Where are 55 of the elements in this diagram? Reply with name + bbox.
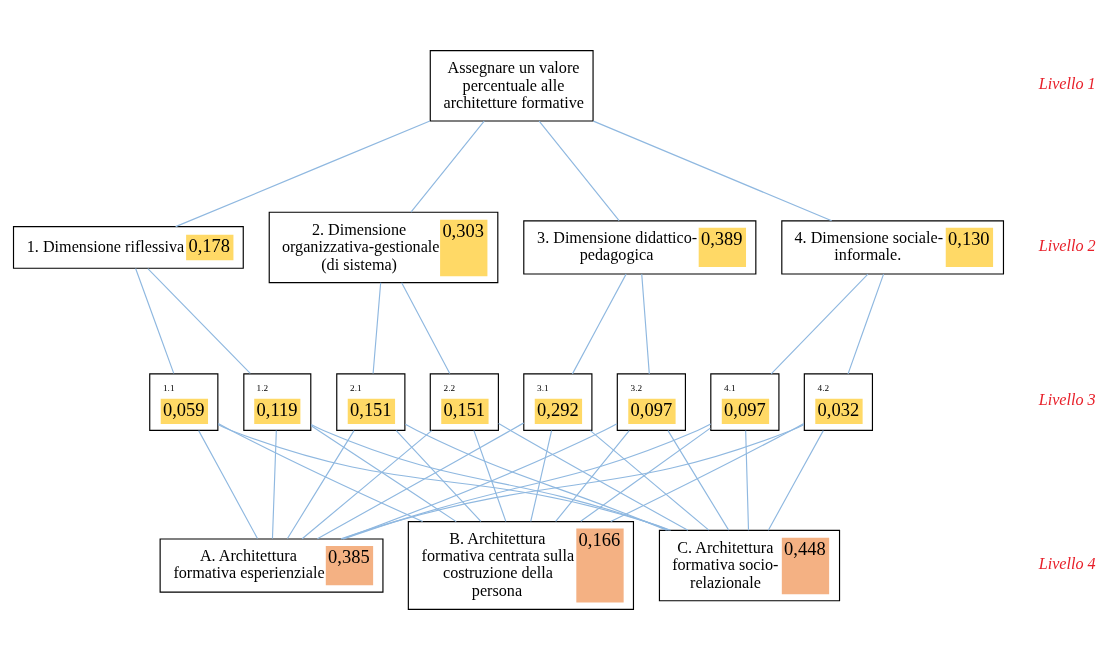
connector	[401, 282, 451, 375]
node-box: 4.1 0,097	[710, 373, 780, 431]
connector	[135, 267, 175, 374]
connector	[404, 423, 668, 531]
connector	[316, 422, 525, 540]
label: Livello 2	[1038, 236, 1096, 254]
node-box: 2. Dimensione organizzativa-gestionale (di sistema) 0,303	[268, 211, 499, 284]
node-box: 4.2 0,032	[803, 373, 873, 431]
connector	[217, 424, 672, 531]
connector	[372, 282, 382, 375]
node-box: 1.2 0,119	[243, 373, 312, 431]
connector	[555, 430, 630, 522]
node-box: 2.1 0,151	[336, 373, 406, 431]
node-box: 3.1 0,292	[523, 373, 593, 431]
connector	[745, 430, 750, 531]
node-box: 1.1 0,059	[149, 373, 219, 431]
connector	[395, 430, 482, 522]
connector	[175, 120, 431, 228]
node-box: 2.2 0,151	[429, 373, 499, 431]
node-box: Assegnare un valore percentuale alle architetture formative	[429, 50, 594, 122]
connector	[301, 430, 433, 540]
connector	[610, 422, 805, 523]
connector	[498, 422, 689, 531]
connector	[571, 273, 627, 375]
connector	[340, 424, 805, 540]
node-box: B. Architettura formativa centrata sulla costruzione della persona 0,166	[407, 521, 635, 610]
connector	[641, 273, 650, 375]
connector	[847, 273, 885, 375]
connector	[147, 267, 251, 374]
connector	[580, 427, 711, 522]
connector	[767, 430, 824, 531]
connector	[217, 422, 424, 523]
label: Livello 4	[1038, 554, 1096, 572]
connector	[198, 430, 259, 540]
connector	[530, 430, 553, 522]
connector	[770, 273, 869, 375]
connector	[473, 430, 507, 522]
connector	[667, 430, 730, 531]
connector	[589, 430, 710, 531]
node-box: C. Architettura formativa socio-relazionale 0,448	[658, 529, 841, 602]
label: Livello 3	[1038, 391, 1096, 409]
connector	[310, 425, 457, 523]
connector	[286, 430, 355, 540]
label: Livello 1	[1038, 74, 1096, 92]
connector	[271, 430, 277, 540]
node-box: 4. Dimensione sociale-informale. 0,130	[781, 220, 1005, 275]
node-box: A. Architettura formativa esperienziale 0,385	[159, 538, 384, 593]
node-box: 3. Dimensione didattico-pedagogica 0,389	[523, 220, 757, 275]
node-box: 3.2 0,097	[616, 373, 686, 431]
connector	[592, 120, 833, 222]
connector	[310, 423, 670, 531]
connector	[410, 120, 485, 213]
node-box: 1. Dimensione riflessiva 0,178	[12, 226, 244, 269]
connector	[538, 120, 620, 222]
connector	[342, 423, 712, 540]
